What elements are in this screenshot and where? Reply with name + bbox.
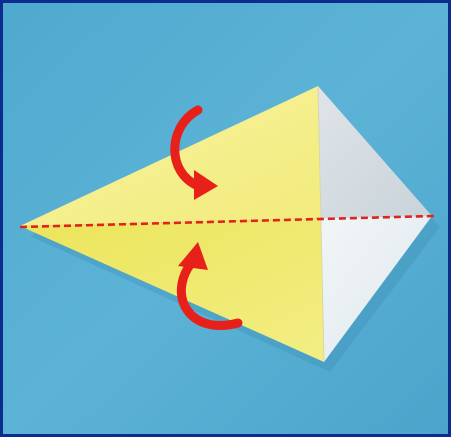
origami-photo xyxy=(0,0,451,437)
origami-scene xyxy=(0,0,451,437)
